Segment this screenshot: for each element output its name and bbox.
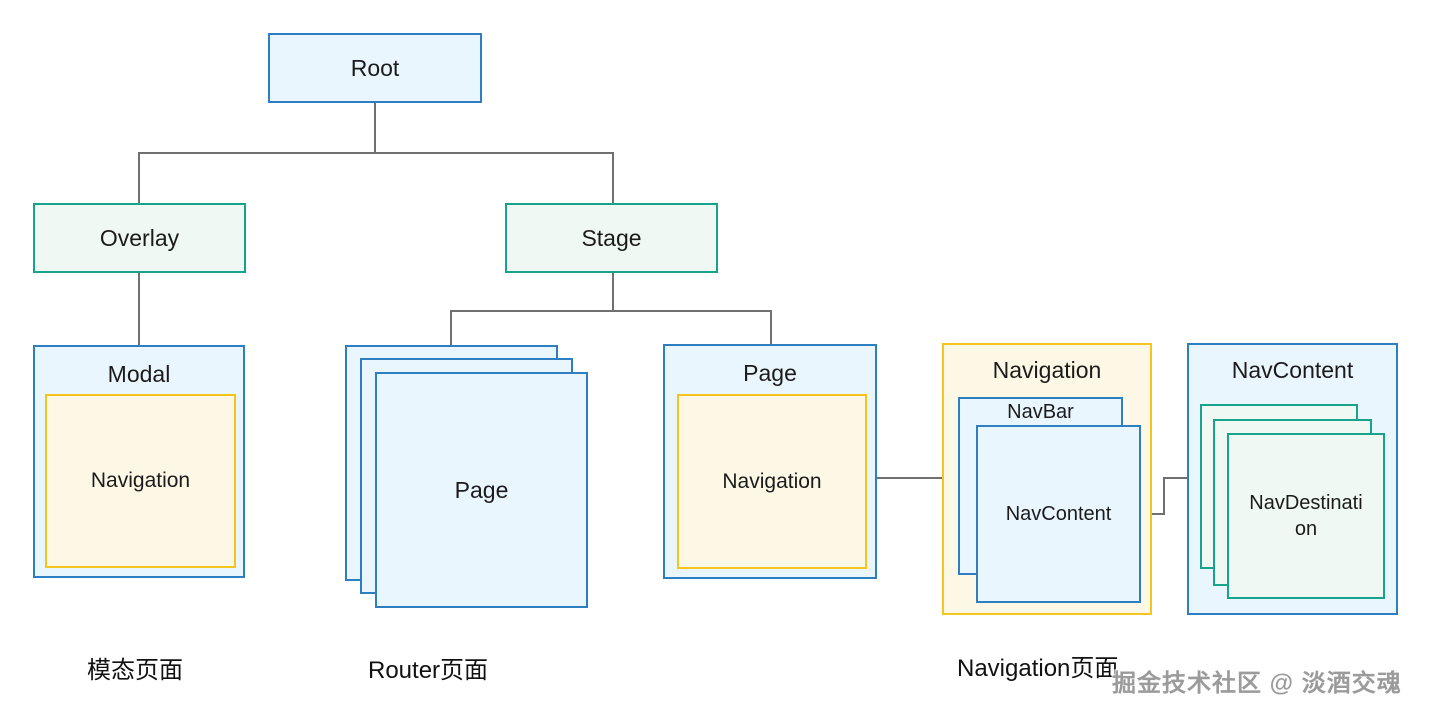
- node-page: Page Navigation: [663, 344, 877, 579]
- node-stage-label: Stage: [581, 224, 642, 251]
- edge-navcontent-step-vert: [1163, 477, 1165, 515]
- node-page-navigation: Navigation: [677, 394, 867, 569]
- node-page-navigation-label: Navigation: [722, 469, 822, 493]
- node-root: Root: [268, 33, 482, 103]
- node-modal: Modal Navigation: [33, 345, 245, 578]
- node-navdestination-label: NavDestination: [1249, 492, 1363, 540]
- edge-stage-drop: [612, 152, 614, 205]
- edge-overlay-modal: [138, 273, 140, 346]
- edge-root-branch: [138, 152, 614, 154]
- node-navigation: Navigation NavBar NavContent: [942, 343, 1152, 615]
- caption-navigation: Navigation页面: [957, 655, 1119, 682]
- edge-page-navigation: [865, 477, 943, 479]
- node-stage: Stage: [505, 203, 718, 273]
- node-overlay: Overlay: [33, 203, 246, 273]
- watermark: 掘金技术社区 @ 淡酒交魂: [1112, 670, 1402, 697]
- node-navdestination: NavDestination: [1227, 433, 1385, 599]
- node-router-page: Page: [375, 372, 588, 608]
- node-navcontent-label: NavContent: [1231, 357, 1354, 383]
- caption-modal: 模态页面: [87, 657, 183, 684]
- edge-root-stem: [374, 103, 376, 153]
- node-navcontent: NavContent NavDestination: [1187, 343, 1398, 615]
- edge-page-drop: [770, 310, 772, 345]
- node-navigation-label: Navigation: [992, 357, 1102, 383]
- node-modal-navigation: Navigation: [45, 394, 236, 568]
- node-navbar-label: NavBar: [1007, 401, 1074, 423]
- node-page-label: Page: [743, 360, 797, 386]
- node-modal-navigation-label: Navigation: [90, 469, 191, 492]
- edge-navcontent-step-low: [1141, 513, 1165, 515]
- edge-stage-branch: [450, 310, 772, 312]
- caption-router: Router页面: [368, 657, 489, 684]
- node-modal-label: Modal: [107, 361, 171, 387]
- node-navcontent-inner: NavContent: [976, 425, 1141, 603]
- edge-stage-stem: [612, 273, 614, 312]
- node-navcontent-inner-label: NavContent: [1005, 502, 1112, 525]
- edge-routerstack-drop: [450, 310, 452, 346]
- edge-navcontent-step-high: [1163, 477, 1189, 479]
- node-router-page-label: Page: [454, 476, 509, 503]
- node-root-label: Root: [350, 54, 400, 81]
- node-overlay-label: Overlay: [99, 224, 180, 251]
- edge-overlay-drop: [138, 152, 140, 205]
